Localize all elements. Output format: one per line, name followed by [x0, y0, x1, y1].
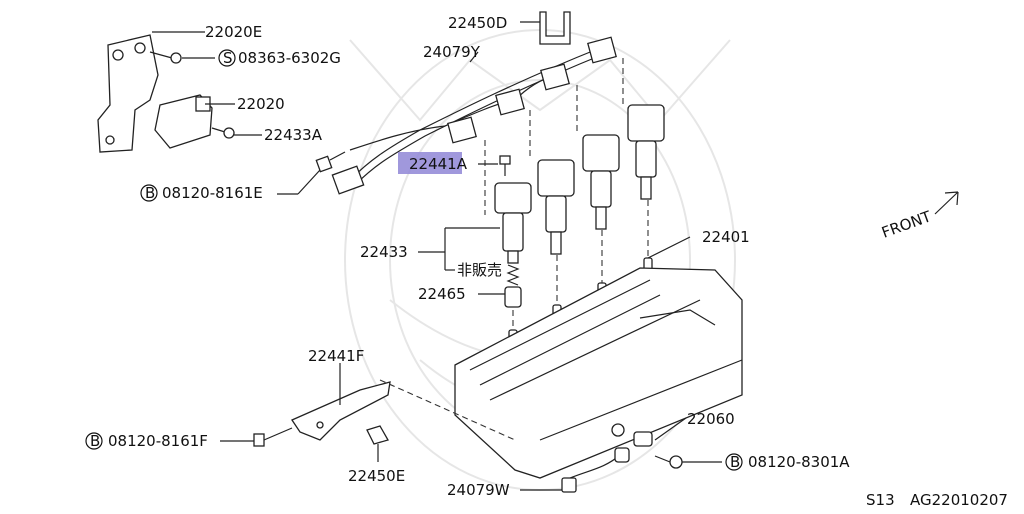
bolt-08363[interactable] — [149, 51, 182, 64]
ignition-coil-2[interactable] — [537, 159, 575, 255]
bolt-22441A[interactable] — [499, 155, 511, 176]
label-24079W[interactable]: 24079W — [447, 481, 510, 499]
label-front: FRONT — [879, 207, 934, 242]
s-circle-icon — [218, 49, 236, 67]
bolt-08120-8161F[interactable] — [220, 427, 293, 447]
label-08120-8301A[interactable]: 08120-8301A — [748, 453, 850, 471]
b-mark-2: B — [90, 432, 100, 450]
bolt-08120-8161E[interactable] — [315, 151, 346, 173]
label-22450D[interactable]: 22450D — [448, 14, 507, 32]
bracket-22450D[interactable] — [520, 11, 571, 45]
sensor-22060[interactable] — [611, 417, 687, 447]
b-mark: B — [145, 184, 155, 202]
label-22465[interactable]: 22465 — [418, 285, 466, 303]
label-08120-8161E[interactable]: 08120-8161E — [162, 184, 263, 202]
label-22401[interactable]: 22401 — [702, 228, 750, 246]
bracket-22020E[interactable] — [97, 34, 159, 153]
label-22441A[interactable]: 22441A — [409, 155, 468, 173]
label-not-for-sale: 非販売 — [457, 261, 502, 279]
bracket-22441F[interactable] — [291, 363, 516, 441]
ignition-coil-1[interactable] — [494, 182, 532, 264]
b-circle-icon-3 — [725, 453, 743, 471]
b-mark-3: B — [730, 453, 740, 471]
highlight-box — [398, 152, 462, 174]
label-22450E[interactable]: 22450E — [348, 467, 405, 485]
clip-22450E[interactable] — [366, 425, 389, 462]
b-circle-icon — [140, 184, 158, 202]
engine-cover[interactable] — [454, 267, 743, 479]
leader-lines-left — [152, 31, 321, 195]
label-22020[interactable]: 22020 — [237, 95, 285, 113]
label-22060[interactable]: 22060 — [687, 410, 735, 428]
label-24079Y[interactable]: 24079Y — [423, 43, 481, 61]
s-mark: S — [223, 49, 233, 67]
sensor-22020[interactable] — [154, 94, 213, 149]
harness-24079W[interactable] — [520, 447, 630, 493]
boot-22465[interactable] — [478, 286, 522, 308]
connector-dash-lines — [484, 58, 624, 215]
bolt-08120-8301A[interactable] — [654, 455, 722, 469]
leader-22433 — [418, 227, 500, 271]
harness-24079Y[interactable] — [331, 36, 617, 195]
ignition-coil-3[interactable] — [582, 134, 620, 230]
footer-code: AG22010207 — [910, 491, 1008, 509]
footer-model: S13 — [866, 491, 895, 509]
label-22433[interactable]: 22433 — [360, 243, 408, 261]
bolt-22433A[interactable] — [211, 127, 235, 139]
label-22441F[interactable]: 22441F — [308, 347, 364, 365]
label-08363-6302G[interactable]: 08363-6302G — [238, 49, 341, 67]
ignition-coil-4[interactable] — [627, 104, 665, 200]
leader-24079Y — [469, 51, 479, 63]
spring-22465[interactable] — [506, 264, 520, 286]
plug-dash-lines — [512, 200, 691, 330]
b-circle-icon-2 — [85, 432, 103, 450]
front-arrow-icon — [934, 191, 959, 215]
label-22433A[interactable]: 22433A — [264, 126, 323, 144]
label-22020E[interactable]: 22020E — [205, 23, 262, 41]
label-08120-8161F[interactable]: 08120-8161F — [108, 432, 208, 450]
